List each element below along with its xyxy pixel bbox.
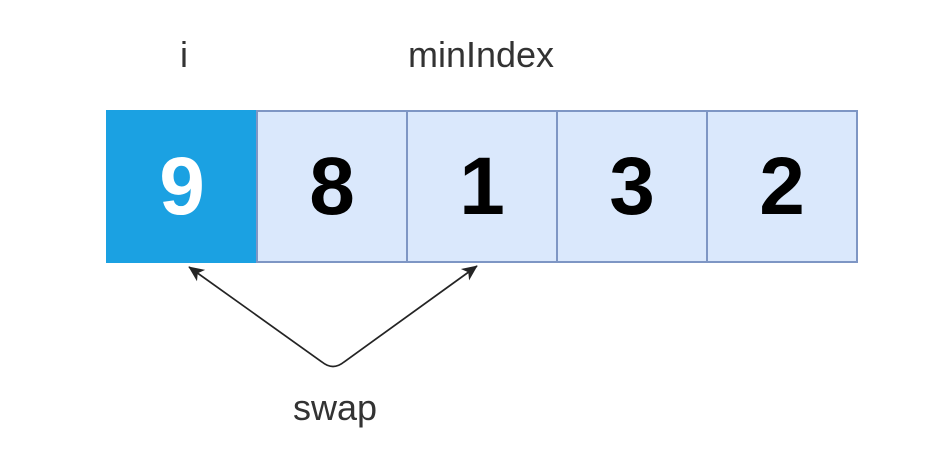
array-cell-2: 1 <box>406 110 558 263</box>
pointer-label-minindex: minIndex <box>407 34 555 75</box>
array-cell-4: 2 <box>706 110 858 263</box>
array-cell-1: 8 <box>256 110 408 263</box>
cell-value-1: 8 <box>309 140 355 232</box>
swap-label: swap <box>292 387 378 428</box>
pointer-label-i: i <box>180 34 188 75</box>
cell-value-2: 1 <box>459 140 505 232</box>
array: 9 8 1 3 2 <box>106 110 858 263</box>
cell-value-0: 9 <box>159 140 205 232</box>
cell-value-3: 3 <box>609 140 655 232</box>
cell-value-4: 2 <box>759 140 805 232</box>
array-cell-0: 9 <box>106 110 258 263</box>
array-cell-3: 3 <box>556 110 708 263</box>
swap-arrow-path <box>188 265 478 368</box>
